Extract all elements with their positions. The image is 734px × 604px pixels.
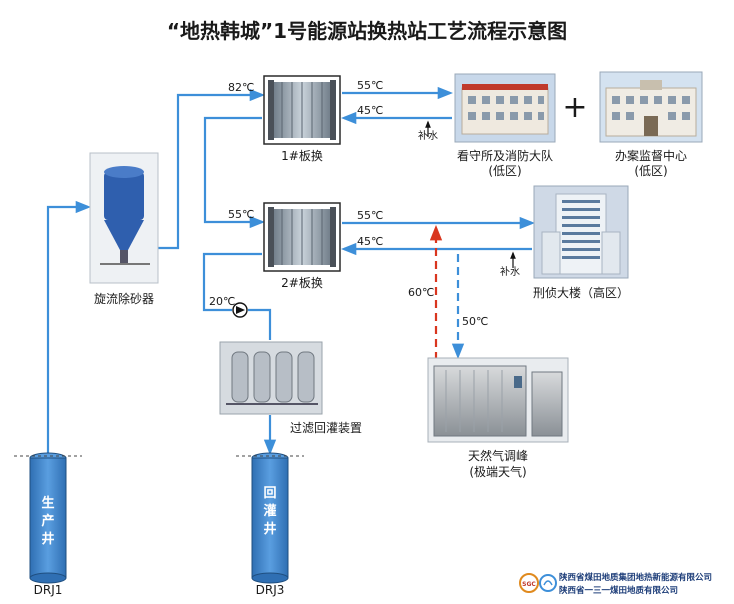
pipe-well-to-cyclone (46, 200, 92, 458)
company-name-1: 陕西省煤田地质集团地热新能源有限公司 (559, 572, 712, 583)
pipe-hx1-to-hx2 (203, 116, 266, 229)
gas-peak-boiler: 天然气调峰 (极端天气) (427, 357, 569, 479)
temp-hx2-supply: 55℃ (357, 209, 383, 222)
makeup-water-1: 补水 (418, 120, 438, 142)
cyclone-label: 旋流除砂器 (94, 291, 154, 306)
temp-hx2-primary-in: 55℃ (228, 208, 254, 221)
pipe-pump-to-filter (248, 308, 272, 340)
gas-sublabel: (极端天气) (469, 464, 526, 479)
company-name-2: 陕西省一三一煤田地质有限公司 (559, 585, 678, 596)
pipe-network (46, 86, 536, 458)
production-well-label-3: 井 (41, 531, 54, 547)
temp-20: 20℃ (209, 295, 235, 308)
hx1-label: 1#板换 (281, 149, 323, 163)
pipe-cyclone-to-hx1 (158, 88, 266, 250)
makeup-water-label-2: 补水 (500, 265, 520, 278)
hx2-label: 2#板换 (281, 276, 323, 290)
reinjection-well-label-1: 回 (263, 486, 276, 501)
gas-label: 天然气调峰 (468, 448, 528, 463)
temperature-labels: 82℃ 55℃ 45℃ 55℃ 55℃ 45℃ 20℃ 60℃ 50℃ (209, 79, 488, 328)
temp-hx1-supply: 55℃ (357, 79, 383, 92)
heat-exchanger-1: 1#板换 (263, 75, 341, 163)
makeup-water-2: 补水 (500, 251, 520, 278)
temp-hx2-return: 45℃ (357, 235, 383, 248)
filter-reinjection-device: 过滤回灌装置 (219, 341, 362, 435)
plus-sign: + (562, 90, 587, 125)
makeup-water-label-1: 补水 (418, 129, 438, 142)
reinjection-well-code: DRJ3 (256, 583, 285, 597)
building-detention-fire: 看守所及消防大队 (低区) (454, 73, 556, 178)
building1-label-1: 看守所及消防大队 (457, 148, 553, 163)
company-footer: SGC 陕西省煤田地质集团地热新能源有限公司 陕西省一三一煤田地质有限公司 (519, 572, 712, 596)
building3-label: 刑侦大楼（高区） (533, 285, 629, 300)
production-well-label-2: 产 (41, 513, 54, 529)
filter-label: 过滤回灌装置 (290, 421, 362, 435)
building1-label-2: (低区) (488, 164, 521, 178)
temp-50: 50℃ (462, 315, 488, 328)
temp-hx1-return: 45℃ (357, 104, 383, 117)
production-well-code: DRJ1 (34, 583, 63, 597)
temp-82: 82℃ (228, 81, 254, 94)
partner-logo-icon (539, 574, 557, 592)
building-criminal-investigation: 刑侦大楼（高区） (533, 185, 629, 300)
production-well: 生 产 井 DRJ1 (14, 452, 82, 597)
reinjection-well-label-3: 井 (263, 521, 276, 537)
sgc-logo-icon (519, 573, 539, 593)
building2-label-2: (低区) (634, 164, 667, 178)
heat-exchanger-2: 2#板换 (263, 202, 341, 290)
cyclone-desander: 旋流除砂器 (89, 152, 159, 306)
production-well-label-1: 生 (41, 495, 54, 511)
reinjection-well-label-2: 灌 (263, 503, 276, 519)
building-case-supervision: 办案监督中心 (低区) (599, 71, 703, 178)
sgc-logo-text: SGC (522, 581, 536, 588)
diagram-title: “地热韩城”1号能源站换热站工艺流程示意图 (167, 19, 567, 43)
reinjection-well: 回 灌 井 DRJ3 (236, 452, 304, 597)
circulation-pump (232, 302, 248, 318)
pipe-hx2-to-pump (202, 252, 262, 312)
building2-label-1: 办案监督中心 (615, 148, 687, 163)
temp-60: 60℃ (408, 286, 434, 299)
